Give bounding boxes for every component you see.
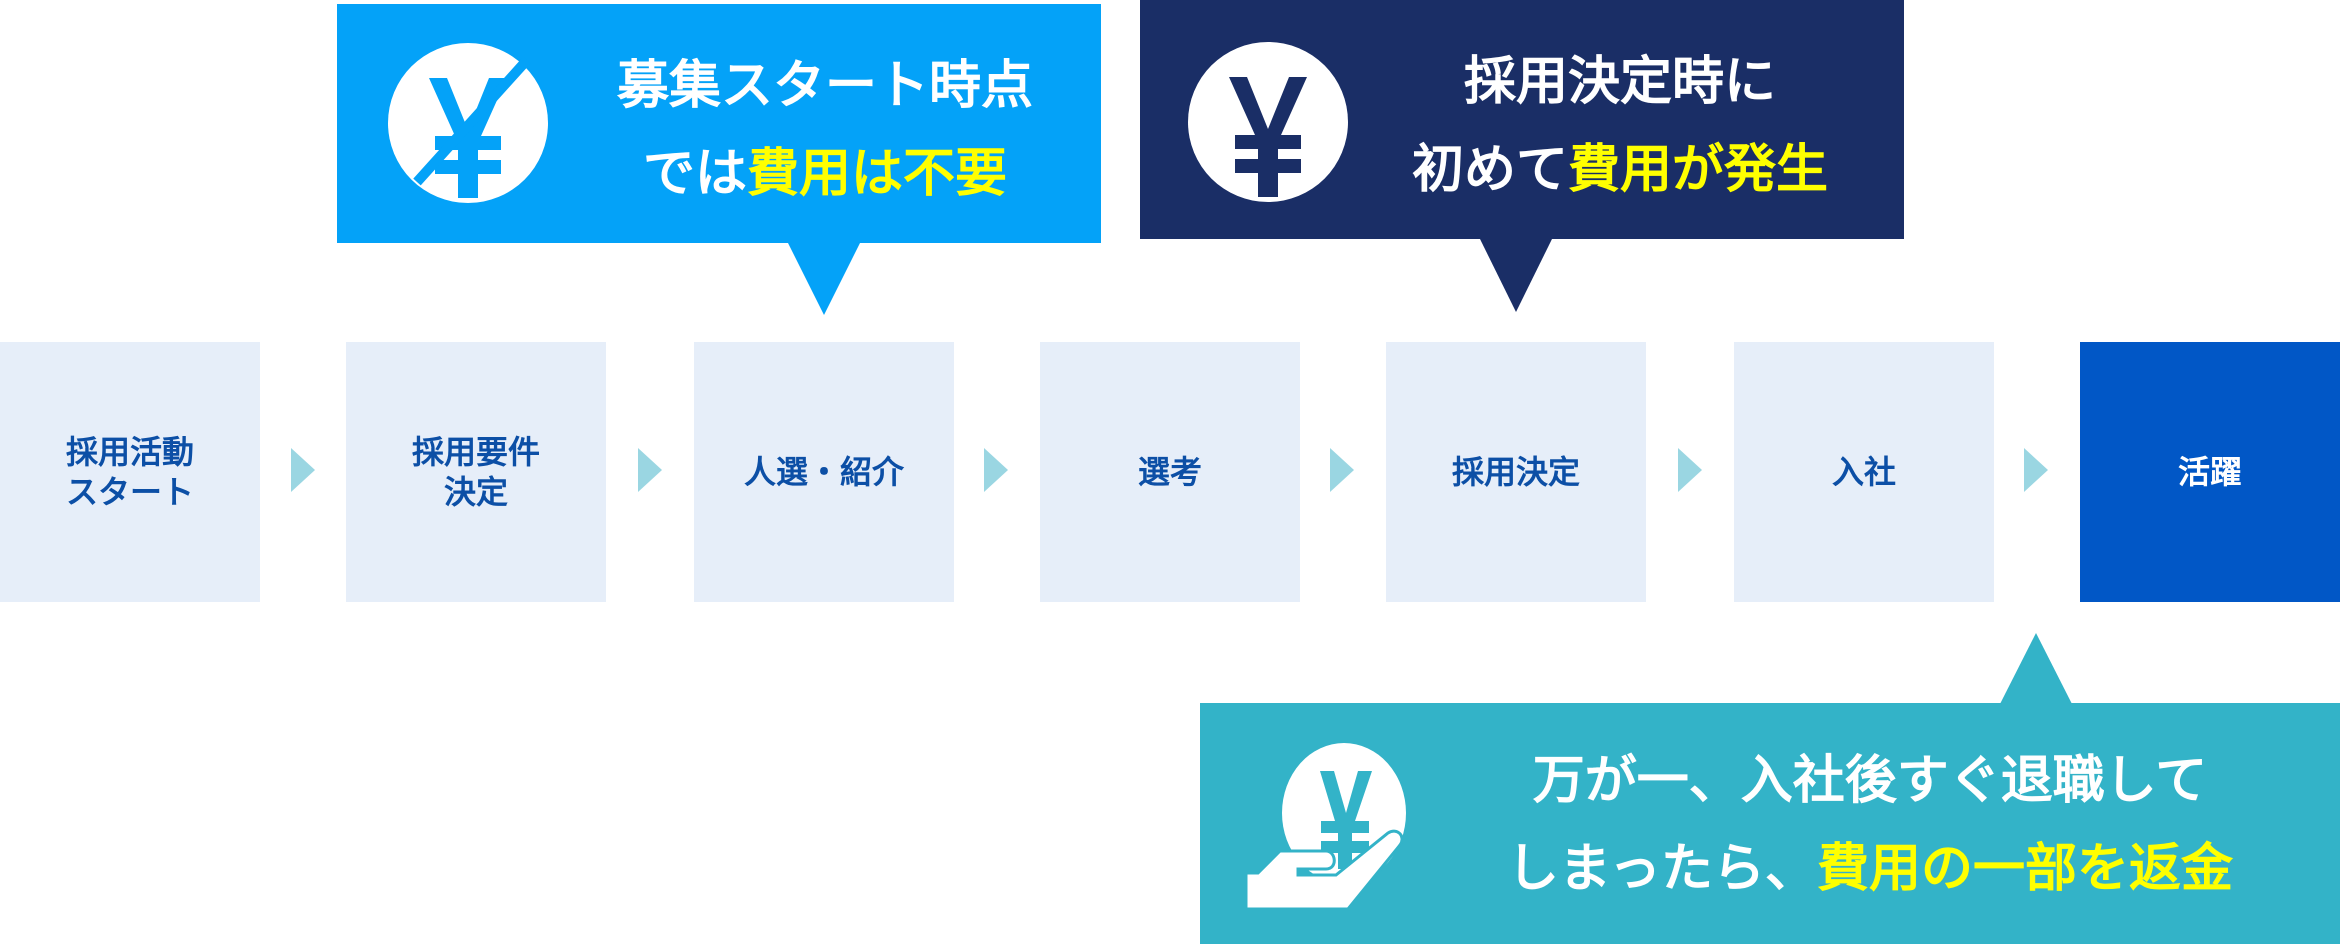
callout-cost-at-decision: 採用決定時に 初めて費用が発生	[1140, 0, 1904, 239]
hand-yen-icon	[1246, 743, 1406, 909]
callout-highlight: 費用は不要	[747, 144, 1008, 204]
arrow-right-icon	[2024, 448, 2048, 492]
step-screening: 選考	[1040, 342, 1300, 602]
step-active: 活躍	[2080, 342, 2340, 602]
step-joining: 入社	[1734, 342, 1994, 602]
callout-text-line1: 万が一、入社後すぐ退職して	[1532, 751, 2208, 811]
callout-text-pre: では	[642, 144, 747, 204]
callout-text-pre: しまったら、	[1507, 839, 1817, 899]
step-recruit-start: 採用活動 スタート	[0, 342, 260, 602]
callout-tail	[2000, 633, 2072, 704]
callout-text-line1: 募集スタート時点	[616, 56, 1033, 116]
no-yen-icon	[388, 43, 548, 203]
arrow-right-icon	[638, 448, 662, 492]
arrow-right-icon	[1678, 448, 1702, 492]
arrow-right-icon	[291, 448, 315, 492]
callout-refund-guarantee: 万が一、入社後すぐ退職して しまったら、費用の一部を返金	[1200, 703, 2340, 944]
callout-highlight: 費用が発生	[1568, 140, 1829, 200]
step-selection-introduction: 人選・紹介	[694, 342, 954, 602]
arrow-right-icon	[1330, 448, 1354, 492]
callout-no-cost-at-start: 募集スタート時点 では費用は不要	[337, 4, 1101, 243]
step-requirements: 採用要件 決定	[346, 342, 606, 602]
callout-text-line1: 採用決定時に	[1463, 52, 1776, 112]
callout-highlight: 費用の一部を返金	[1816, 839, 2233, 899]
step-hiring-decision: 採用決定	[1386, 342, 1646, 602]
callout-tail	[788, 243, 860, 315]
callout-text-pre: 初めて	[1411, 140, 1568, 200]
yen-icon	[1188, 42, 1348, 202]
callout-tail	[1480, 239, 1552, 312]
arrow-right-icon	[984, 448, 1008, 492]
